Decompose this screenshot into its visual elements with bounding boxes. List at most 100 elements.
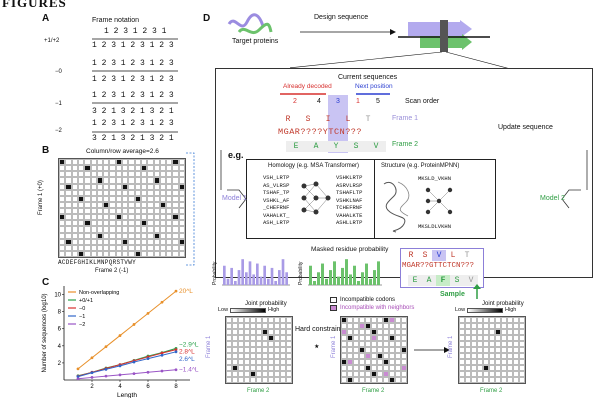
matrix-cell — [365, 335, 371, 341]
joint-matrix-constrained — [458, 316, 526, 384]
matrix-cell — [513, 317, 519, 323]
matrix-cell — [128, 214, 135, 221]
matrix-cell — [383, 317, 389, 323]
matrix-cell — [172, 208, 179, 215]
matrix-cell — [71, 183, 78, 190]
matrix-cell — [507, 323, 513, 329]
matrix-cell — [115, 201, 122, 208]
matrix-cell — [59, 250, 66, 257]
matrix-cell — [159, 214, 167, 221]
matrix-cell — [178, 226, 185, 233]
matrix-cell — [128, 159, 135, 166]
prob-bar — [270, 267, 274, 285]
matrix-cell — [268, 353, 274, 359]
matrix-cell — [483, 359, 489, 365]
matrix-cell — [153, 220, 160, 227]
scan-order-3: 3 — [336, 98, 340, 105]
joint-prob-label-right: Joint probability — [482, 301, 524, 307]
matrix-cell — [371, 335, 377, 341]
frame-row-top-2: 1 2 3 1 2 3 1 2 3 — [92, 59, 174, 68]
legend-incompatible-codons: Incompatible codons — [340, 297, 396, 303]
matrix-cell — [268, 329, 274, 335]
matrix-cell — [77, 232, 85, 239]
matrix-cell — [96, 201, 104, 208]
matrix-cell — [109, 165, 116, 172]
matrix-cell — [389, 353, 395, 359]
matrix-cell — [244, 377, 250, 383]
prob-bar — [313, 281, 316, 285]
matrix-cell — [471, 377, 477, 383]
matrix-cell — [238, 359, 244, 365]
matrix-cell — [77, 238, 85, 245]
matrix-cell — [513, 371, 519, 377]
matrix-cell — [140, 171, 148, 178]
matrix-cell — [477, 371, 483, 377]
matrix-cell — [134, 250, 141, 257]
matrix-cell — [103, 165, 110, 172]
matrix-cell — [103, 208, 110, 215]
matrix-cell — [159, 208, 167, 215]
matrix-cell — [274, 359, 280, 365]
matrix-cell — [153, 214, 160, 221]
frame-notation-lines — [92, 38, 178, 133]
matrix-cell — [115, 183, 122, 190]
prob-bar — [281, 259, 285, 285]
matrix-cell — [371, 365, 377, 371]
matrix-cell — [115, 208, 122, 215]
matrix-cell — [103, 238, 110, 245]
matrix-cell — [513, 335, 519, 341]
matrix-cell — [90, 226, 97, 233]
matrix-cell — [238, 323, 244, 329]
matrix-cell — [286, 323, 292, 329]
matrix-cell — [347, 335, 353, 341]
matrix-cell — [59, 201, 66, 208]
matrix-cell — [262, 377, 268, 383]
matrix-cell — [507, 329, 513, 335]
matrix-cell — [501, 341, 507, 347]
joint-left-ylabel: Frame 1 — [206, 335, 212, 358]
series-point — [76, 367, 80, 371]
matrix-cell — [371, 371, 377, 377]
masked-residue-label: Masked residue probability — [311, 246, 389, 253]
panel-d-label: D — [203, 13, 211, 24]
matrix-cell — [140, 195, 148, 202]
matrix-cell — [166, 208, 173, 215]
matrix-cell — [109, 195, 116, 202]
model1-label: Model 1 — [222, 195, 247, 202]
figure-header: FIGURES — [2, 0, 67, 10]
prob-bar — [353, 265, 356, 285]
matrix-cell — [495, 329, 501, 335]
matrix-cell — [395, 317, 401, 323]
matrix-cell — [166, 238, 173, 245]
matrix-cell — [153, 165, 160, 172]
matrix-cell — [389, 359, 395, 365]
matrix-cell — [477, 323, 483, 329]
matrix-cell — [153, 201, 160, 208]
matrix-cell — [365, 323, 371, 329]
matrix-cell — [465, 377, 471, 383]
matrix-cell — [465, 329, 471, 335]
frame-row-bottom-1: 1 2 3 1 2 3 1 2 3 — [92, 41, 174, 50]
matrix-cell — [238, 353, 244, 359]
matrix-cell — [459, 329, 465, 335]
matrix-cell — [128, 195, 135, 202]
matrix-cell — [59, 177, 66, 184]
matrix-cell — [96, 220, 104, 227]
matrix-cell — [513, 347, 519, 353]
matrix-cell — [353, 371, 359, 377]
decoded-underline — [280, 93, 390, 95]
matrix-cell — [495, 323, 501, 329]
prob-bar — [373, 270, 376, 285]
matrix-cell — [172, 238, 179, 245]
matrix-cell — [103, 214, 110, 221]
frame-notation-title: Frame notation — [92, 17, 140, 24]
matrix-cell — [383, 341, 389, 347]
matrix-cell — [96, 214, 104, 221]
matrix-cell — [166, 214, 173, 221]
matrix-cell — [359, 359, 365, 365]
matrix-cell — [286, 353, 292, 359]
matrix-cell — [383, 335, 389, 341]
matrix-cell — [103, 159, 110, 166]
matrix-cell — [178, 214, 185, 221]
